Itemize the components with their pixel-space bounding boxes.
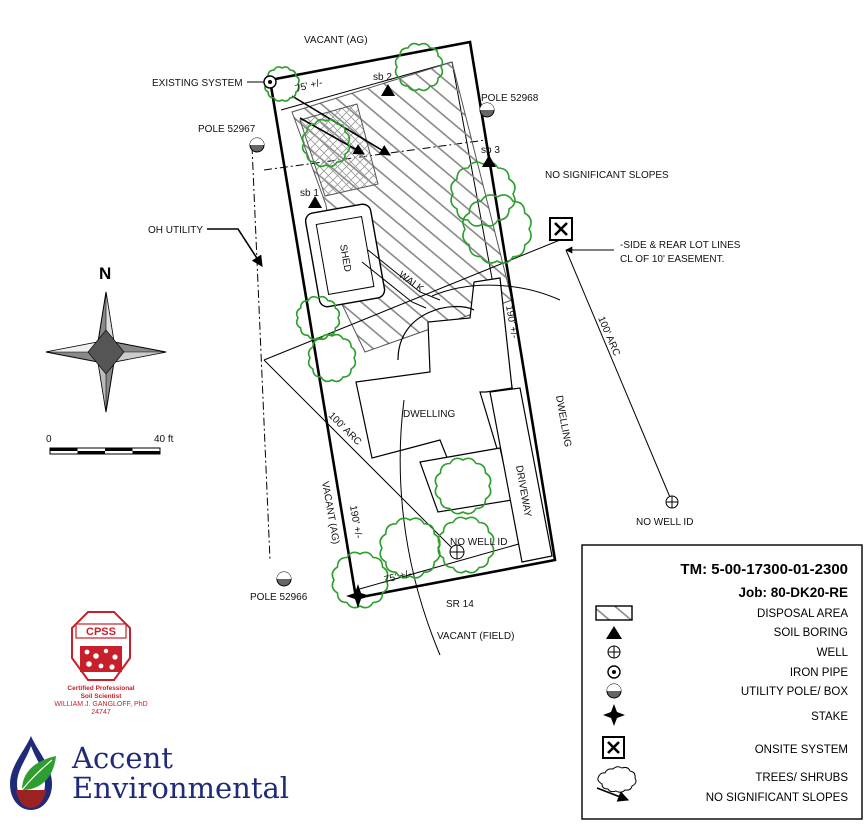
label-pole-52966: POLE 52966 [250,592,308,603]
half-filled-circle-icon [606,683,622,699]
label-dwelling-main: DWELLING [403,409,455,420]
arrow-oh-utility [207,228,263,267]
utility-pole-icon [276,571,292,587]
label-dist-190-left: 190' +/- [347,505,364,540]
circle-cross-icon [607,645,621,659]
property-area [251,40,557,656]
label-sr14: SR 14 [446,599,474,610]
legend-item-stake: STAKE [811,711,848,723]
tree-icon [307,333,357,383]
tree-icon [331,551,389,609]
label-existing-system: EXISTING SYSTEM [152,78,243,89]
cpss-abbr: CPSS [86,626,116,638]
main-dwelling [355,277,513,461]
iron-pipe-icon [263,75,277,89]
label-no-well-id-bottom: NO WELL ID [450,537,507,548]
shed-inner [315,215,375,296]
label-no-well-id-right: NO WELL ID [636,517,693,528]
label-sb3: sb 3 [481,145,500,156]
tree-icon [379,517,441,579]
four-point-star-icon [603,704,625,726]
brand-logo: Accent Environmental [10,736,289,810]
scale-bar: 0 40 ft [46,434,174,455]
scale-end-label: 40 ft [154,434,174,445]
arc-left-line [263,359,457,553]
walk-path-2 [361,261,427,309]
well-icon [665,495,679,509]
cpss-line1: Certified Professional [67,685,134,692]
tree-icon [450,161,516,227]
foundation-curve [397,305,475,361]
cpss-soil-pattern [84,648,118,670]
stake-icon [346,584,370,608]
scale-start-label: 0 [46,434,52,445]
arc-right-line [565,249,673,503]
existing-system-area [299,103,379,197]
label-sb1: sb 1 [300,188,319,199]
label-arc-100-left: 100' ARC [326,410,363,447]
label-pole-52968: POLE 52968 [481,93,539,104]
dwelling-wing [419,447,513,513]
label-shed: SHED [337,244,353,273]
driveway [489,387,553,563]
tree-icon [301,118,351,168]
legend-job: Job: 80-DK20-RE [738,585,848,600]
brand-line1: Accent [71,741,173,775]
label-no-significant-slopes: NO SIGNIFICANT SLOPES [545,170,669,181]
cpss-line2: Soil Scientist [81,693,123,700]
soil-boring-icon [482,155,496,167]
legend-item-trees-shrubs: TREES/ SHRUBS [755,772,848,784]
walk-path [367,249,441,301]
legend-item-well: WELL [817,647,849,659]
tree-icon [394,42,444,92]
soil-boring-icon [381,84,395,96]
arc-right-curve [431,284,561,301]
well-icon [449,544,465,560]
compass-north-label: N [99,264,111,283]
legend: TM: 5-00-17300-01-2300 Job: 80-DK20-RE D… [581,544,863,820]
legend-item-onsite-system: ONSITE SYSTEM [755,744,848,756]
label-lot-lines-2: CL OF 10' EASEMENT. [620,254,724,265]
tree-icon [462,194,532,264]
utility-pole-icon [249,137,265,153]
label-vacant-field: VACANT (FIELD) [437,631,514,642]
legend-item-disposal-area: DISPOSAL AREA [757,608,848,620]
tree-icon [295,295,341,341]
triangle-icon [606,626,622,639]
trees [264,42,532,609]
utility-pole-icon [479,102,495,118]
hatched-rect-icon [595,605,633,621]
scalloped-oval-icon [597,766,637,793]
label-dwelling-neighbor: DWELLING [553,395,573,449]
boxed-x-icon [602,736,625,759]
legend-tm: TM: 5-00-17300-01-2300 [680,561,848,578]
cpss-number: 24747 [91,709,111,716]
onsite-system-icon [549,217,573,241]
soil-boring-icon [308,196,322,208]
legend-item-soil-boring: SOIL BORING [774,627,848,639]
legend-item-iron-pipe: IRON PIPE [790,667,848,679]
brand-line2: Environmental [72,771,289,805]
slope-arrow-icon [596,787,630,802]
soil-icon [16,790,46,808]
legend-item-utility-pole: UTILITY POLE/ BOX [741,686,848,698]
cpss-name: WILLIAM J. GANGLOFF, PhD [54,701,147,708]
circle-dot-icon [607,665,621,679]
label-sb2: sb 2 [373,72,392,83]
label-lot-lines-1: -SIDE & REAR LOT LINES [620,240,741,251]
symbols [249,75,679,608]
property-line [268,40,557,600]
legend-item-no-significant-slopes: NO SIGNIFICANT SLOPES [706,792,849,804]
label-pole-52967: POLE 52967 [198,124,256,135]
tree-icon [434,457,492,515]
label-vacant-ag-top: VACANT (AG) [304,35,368,46]
north-compass: N [45,264,167,413]
oh-utility-line [251,145,271,561]
cpss-seal: CPSS Certified Professional Soil Scienti… [54,611,148,716]
label-oh-utility: OH UTILITY [148,225,203,236]
